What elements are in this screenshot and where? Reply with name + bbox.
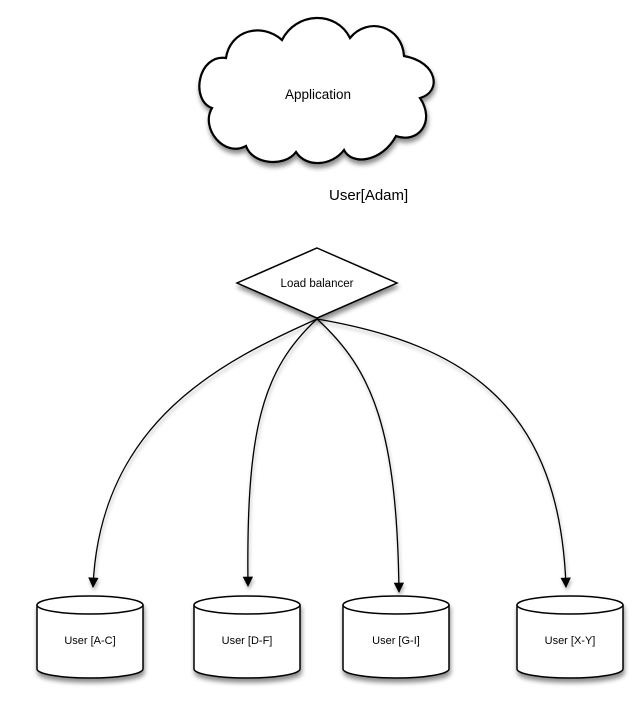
arrow-lb-to-shard-xy xyxy=(316,318,571,589)
node-shard-ac xyxy=(36,595,144,679)
arrow-lb-to-shard-df xyxy=(242,318,318,588)
diamond-shape xyxy=(235,247,399,319)
cylinder-body xyxy=(36,605,144,679)
node-shard-xy-label: User [X-Y] xyxy=(545,635,596,647)
cylinder-top xyxy=(516,595,624,615)
node-shard-df-label: User [D-F] xyxy=(222,635,273,647)
cylinder-body xyxy=(342,605,450,679)
cylinder-body xyxy=(516,605,624,679)
node-load-balancer: Load balancer xyxy=(235,247,399,319)
cylinder-top xyxy=(193,595,301,615)
node-application: Application xyxy=(198,16,435,165)
node-shard-xy xyxy=(516,595,624,679)
node-shard-df xyxy=(193,595,301,679)
arrow-lb-to-shard-gi xyxy=(316,318,405,594)
edge-label-user-adam: User[Adam] xyxy=(329,187,408,204)
arrow-lb-to-shard-ac xyxy=(88,318,318,589)
node-application-label: Application xyxy=(285,87,351,102)
cylinder-top xyxy=(342,595,450,615)
node-shard-gi xyxy=(342,595,450,679)
node-shard-ac-label: User [A-C] xyxy=(64,635,115,647)
cloud-shape xyxy=(198,16,435,165)
cylinder-body xyxy=(193,605,301,679)
node-load-balancer-label: Load balancer xyxy=(281,278,354,290)
cylinder-top xyxy=(36,595,144,615)
node-shard-gi-label: User [G-I] xyxy=(372,635,420,647)
